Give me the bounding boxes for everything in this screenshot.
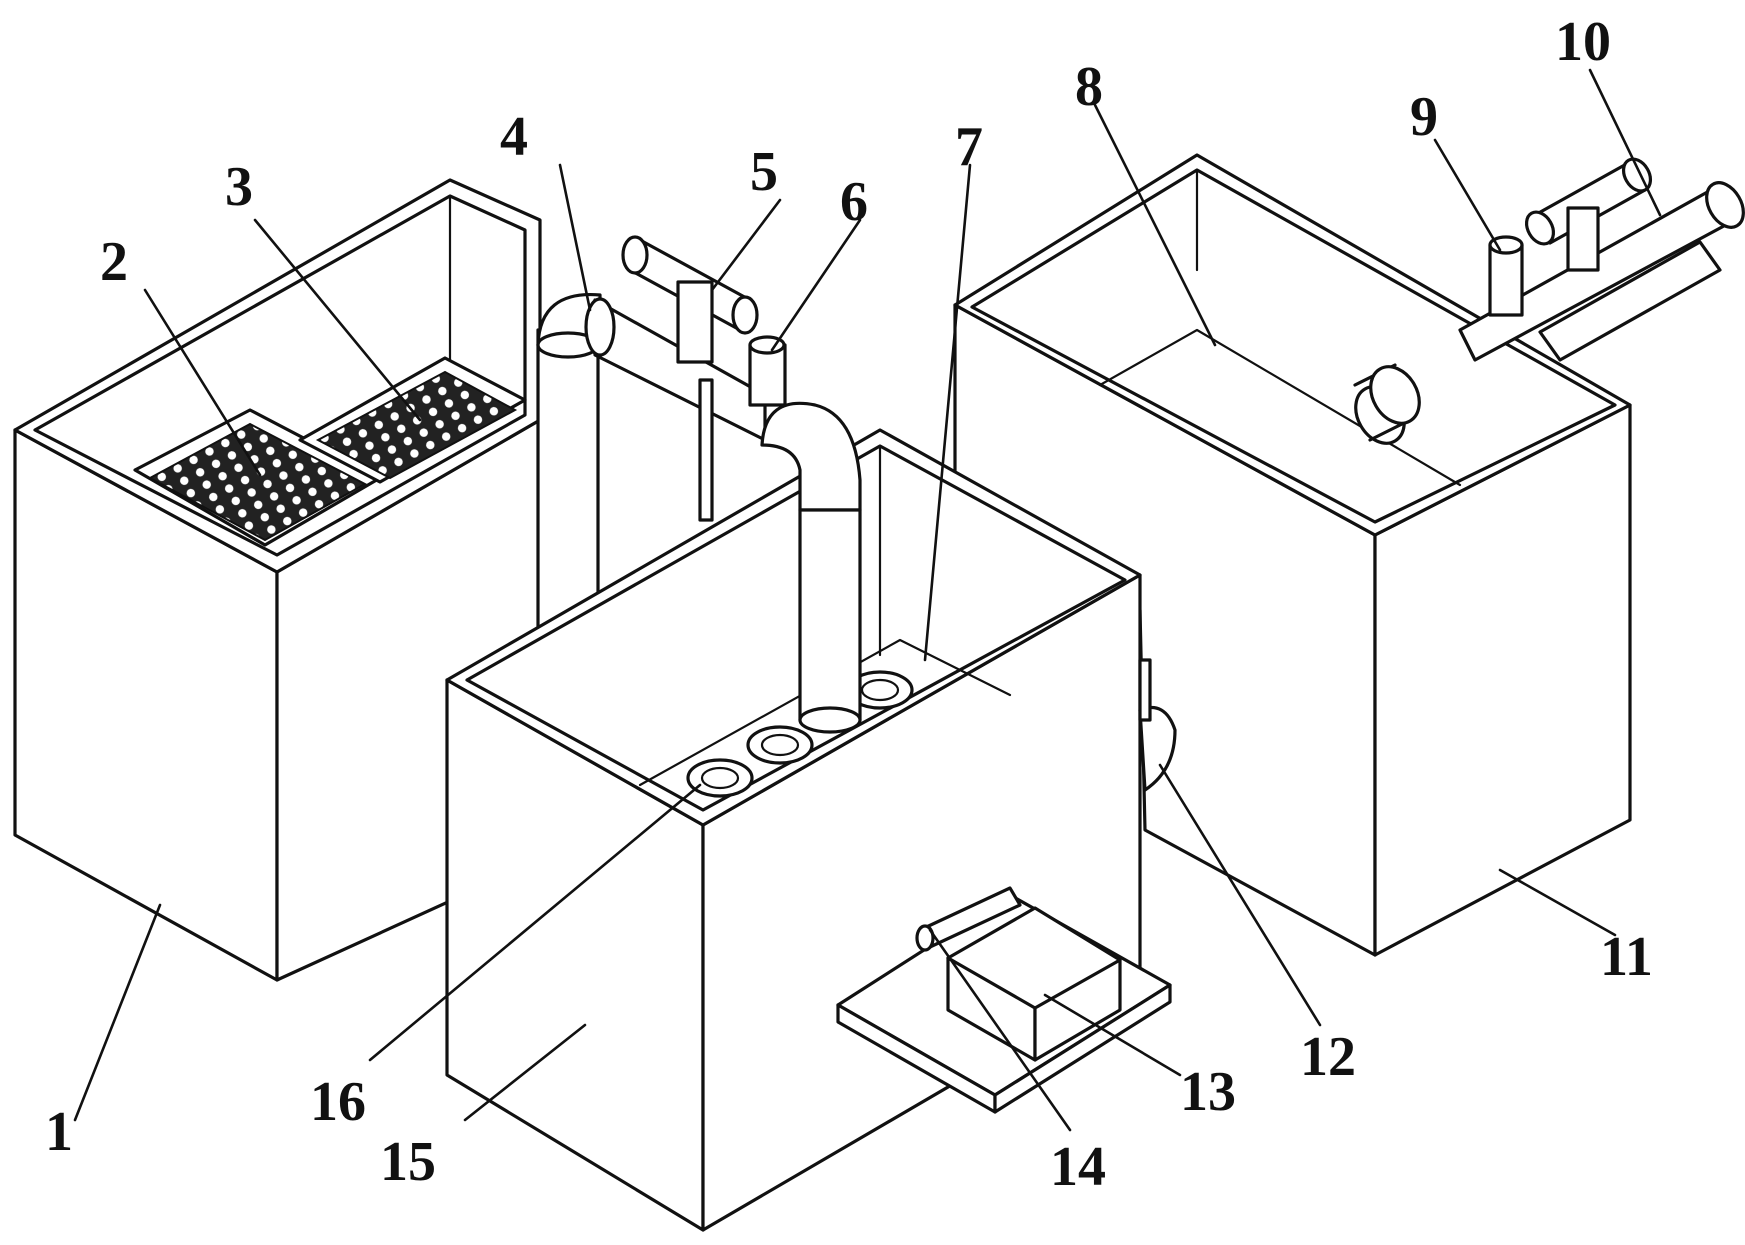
label-5: 5 <box>750 141 778 203</box>
label-6: 6 <box>840 171 868 233</box>
diffuser-holes <box>686 670 914 798</box>
label-11: 11 <box>1600 926 1653 988</box>
leader-lines <box>73 68 1662 1132</box>
valve-6 <box>748 335 787 407</box>
label-7: 7 <box>955 116 983 178</box>
label-4: 4 <box>500 106 528 168</box>
outlet-pipe-10 <box>1458 157 1745 362</box>
pump-base <box>836 886 1172 1114</box>
label-2: 2 <box>100 231 128 293</box>
label-10: 10 <box>1555 11 1611 73</box>
label-9: 9 <box>1410 86 1438 148</box>
label-16: 16 <box>310 1071 366 1133</box>
pipe-4 <box>536 292 767 652</box>
label-14: 14 <box>1050 1136 1106 1198</box>
tank-15 <box>445 428 1177 1232</box>
valve-5 <box>621 235 759 364</box>
label-12: 12 <box>1300 1026 1356 1088</box>
part-labels: 1 2 3 4 5 6 7 8 9 10 11 12 13 14 15 16 <box>45 11 1653 1198</box>
label-15: 15 <box>380 1131 436 1193</box>
label-8: 8 <box>1075 56 1103 118</box>
label-3: 3 <box>225 156 253 218</box>
label-1: 1 <box>45 1101 73 1163</box>
pipe-7 <box>760 401 862 734</box>
label-13: 13 <box>1180 1061 1236 1123</box>
tank-11 <box>953 153 1632 957</box>
